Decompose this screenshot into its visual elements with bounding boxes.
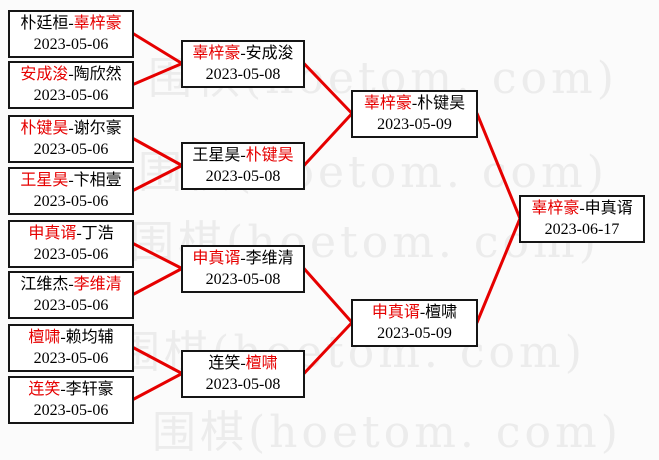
player-segment: -朴键昊 xyxy=(411,95,466,112)
player-segment: -谢尔豪 xyxy=(68,120,122,137)
player-segment: 王星昊 xyxy=(20,172,69,189)
match-date: 2023-05-08 xyxy=(205,376,281,393)
match-date: 2023-05-08 xyxy=(205,66,281,83)
match-players: 申真谞-檀啸 xyxy=(372,302,457,323)
match-date: 2023-05-09 xyxy=(377,325,452,342)
player-segment: -安成浚 xyxy=(240,45,294,62)
match-r2-1: 辜梓豪-安成浚 2023-05-08 xyxy=(181,40,305,88)
match-r1-6: 江维杰-李维清 2023-05-06 xyxy=(8,271,134,319)
match-players: 辜梓豪-安成浚 xyxy=(192,43,293,64)
match-date: 2023-05-06 xyxy=(33,350,109,367)
player-segment: -陶欣然 xyxy=(68,66,122,83)
player-segment: 朴廷桓- xyxy=(20,15,74,32)
player-segment: 连笑 xyxy=(28,381,61,398)
tournament-bracket: 围棋(hoetom. com) 围棋(hoetom. com) 围棋(hoeto… xyxy=(8,10,645,458)
player-segment: 江维杰- xyxy=(20,276,74,293)
player-segment: 檀啸 xyxy=(28,329,61,346)
player-segment: -赖均辅 xyxy=(60,329,114,346)
match-date: 2023-05-06 xyxy=(33,193,109,210)
match-players: 江维杰-李维清 xyxy=(20,274,121,295)
match-r1-3: 朴键昊-谢尔豪 2023-05-06 xyxy=(8,115,134,163)
player-segment: -檀啸 xyxy=(419,304,458,321)
player-segment: -李维清 xyxy=(240,250,294,267)
match-r2-4: 连笑-檀啸 2023-05-08 xyxy=(181,350,305,398)
match-r1-1: 朴廷桓-辜梓豪 2023-05-06 xyxy=(8,10,134,58)
watermark-text: 围棋(hoetom. com) xyxy=(152,407,622,458)
player-segment: 王星昊- xyxy=(192,147,246,164)
match-players: 申真谞-丁浩 xyxy=(28,223,113,244)
match-date: 2023-05-06 xyxy=(33,36,109,53)
match-players: 连笑-檀啸 xyxy=(208,353,277,374)
player-segment: -申真谞 xyxy=(579,200,633,217)
match-date: 2023-05-06 xyxy=(33,246,109,263)
match-date: 2023-05-06 xyxy=(33,87,109,104)
player-segment: 李维清 xyxy=(73,276,122,293)
player-segment: 朴键昊 xyxy=(245,147,294,164)
match-players: 连笑-李轩豪 xyxy=(28,379,113,400)
player-segment: 檀啸 xyxy=(245,355,278,372)
match-r1-7: 檀啸-赖均辅 2023-05-06 xyxy=(8,324,134,372)
match-sf-2: 申真谞-檀啸 2023-05-09 xyxy=(351,299,478,347)
player-segment: -丁浩 xyxy=(76,225,114,242)
player-segment: -卞相壹 xyxy=(68,172,122,189)
player-segment: -李轩豪 xyxy=(60,381,114,398)
player-segment: 申真谞 xyxy=(371,304,420,321)
player-segment: 申真谞 xyxy=(28,225,77,242)
match-r1-5: 申真谞-丁浩 2023-05-06 xyxy=(8,220,134,268)
match-players: 辜梓豪-朴键昊 xyxy=(364,93,465,114)
match-r1-2: 安成浚-陶欣然 2023-05-06 xyxy=(8,61,134,109)
match-players: 檀啸-赖均辅 xyxy=(28,327,113,348)
match-r1-4: 王星昊-卞相壹 2023-05-06 xyxy=(8,167,134,215)
match-players: 安成浚-陶欣然 xyxy=(20,64,121,85)
match-players: 王星昊-卞相壹 xyxy=(20,170,121,191)
match-r2-2: 王星昊-朴键昊 2023-05-08 xyxy=(181,142,305,190)
match-players: 朴键昊-谢尔豪 xyxy=(20,118,121,139)
match-r1-8: 连笑-李轩豪 2023-05-06 xyxy=(8,376,134,424)
player-segment: 辜梓豪 xyxy=(531,200,580,217)
player-segment: 辜梓豪 xyxy=(192,45,241,62)
match-players: 王星昊-朴键昊 xyxy=(192,145,293,166)
match-players: 申真谞-李维清 xyxy=(192,248,293,269)
player-segment: 辜梓豪 xyxy=(363,95,412,112)
player-segment: 安成浚 xyxy=(20,66,69,83)
match-date: 2023-05-06 xyxy=(33,297,109,314)
player-segment: 申真谞 xyxy=(192,250,241,267)
player-segment: 连笑- xyxy=(208,355,246,372)
match-date: 2023-05-06 xyxy=(33,402,109,419)
player-segment: 辜梓豪 xyxy=(73,15,122,32)
match-sf-1: 辜梓豪-朴键昊 2023-05-09 xyxy=(351,90,478,138)
match-date: 2023-05-06 xyxy=(33,141,109,158)
match-date: 2023-05-09 xyxy=(377,116,452,133)
match-players: 辜梓豪-申真谞 xyxy=(531,198,632,219)
match-date: 2023-05-08 xyxy=(205,271,281,288)
match-r2-3: 申真谞-李维清 2023-05-08 xyxy=(181,245,305,293)
player-segment: 朴键昊 xyxy=(20,120,69,137)
match-date: 2023-06-17 xyxy=(544,221,620,238)
match-final: 辜梓豪-申真谞 2023-06-17 xyxy=(519,195,645,243)
match-date: 2023-05-08 xyxy=(205,168,281,185)
match-players: 朴廷桓-辜梓豪 xyxy=(20,13,121,34)
